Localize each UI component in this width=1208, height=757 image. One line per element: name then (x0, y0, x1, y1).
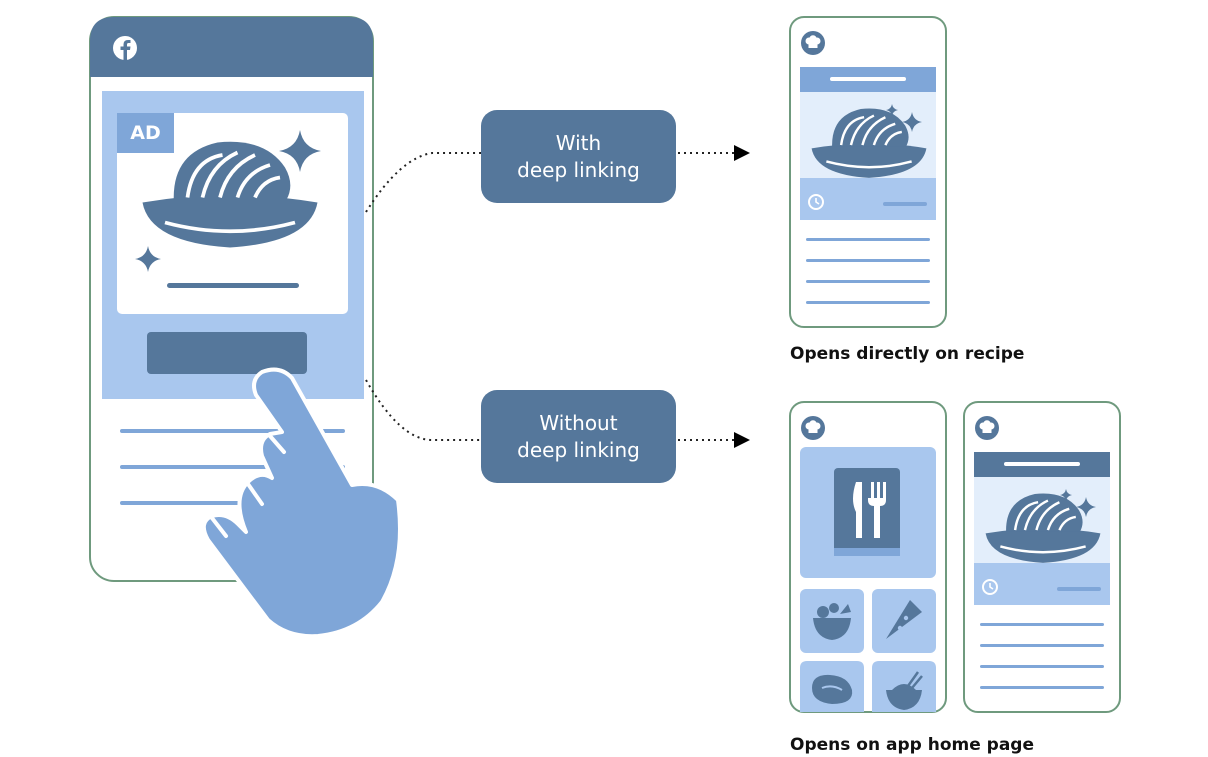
with-line1: With (555, 130, 602, 155)
connector-with (365, 145, 750, 213)
pizza-slice-icon (886, 600, 922, 639)
arrow-right-icon (734, 432, 750, 448)
facebook-icon (113, 36, 137, 60)
rice-bowl-icon (886, 671, 923, 710)
recipe-phone-secondary (963, 401, 1121, 713)
without-line2: deep linking (517, 437, 640, 462)
salad-bowl-icon (813, 603, 851, 640)
connector-without (365, 379, 750, 448)
recipe-phone (789, 16, 947, 328)
main-phone (89, 16, 374, 582)
ad-tag: AD (117, 113, 174, 153)
caption-home: Opens on app home page (790, 735, 1035, 755)
ad-cta-button[interactable] (147, 332, 307, 374)
recipe-book-icon (834, 468, 900, 556)
with-deep-linking-label: With deep linking (481, 110, 676, 203)
arrow-right-icon (734, 145, 750, 161)
home-phone (789, 401, 947, 713)
chef-hat-icon (975, 416, 999, 440)
ad-title-bar (167, 283, 299, 288)
with-line2: deep linking (517, 157, 640, 182)
chef-hat-icon (801, 416, 825, 440)
steak-icon (812, 674, 853, 704)
without-line1: Without (539, 410, 618, 435)
chef-hat-icon (801, 31, 825, 55)
without-deep-linking-label: Without deep linking (481, 390, 676, 483)
pointing-hand-icon (201, 367, 402, 639)
caption-recipe: Opens directly on recipe (790, 344, 1025, 364)
